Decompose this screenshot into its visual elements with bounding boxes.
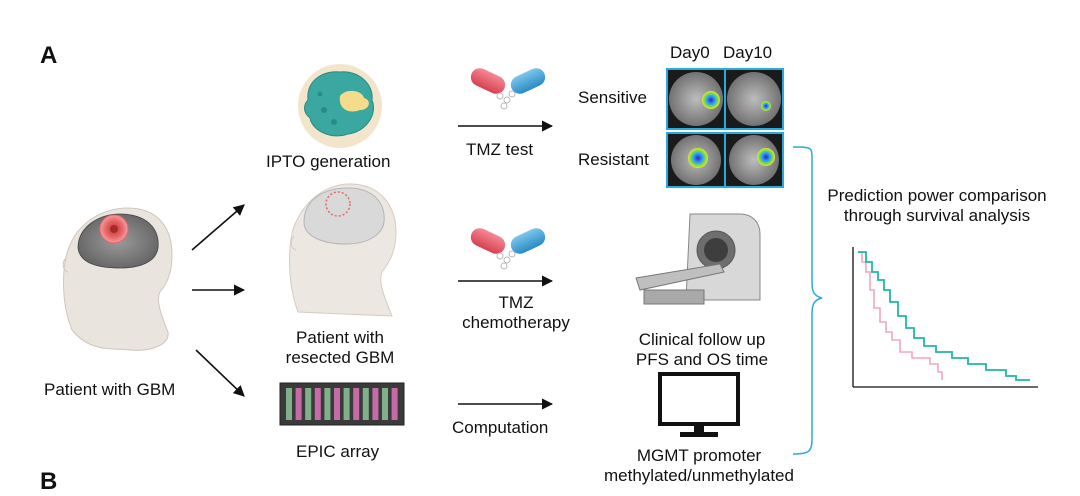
patient-label: Patient with GBM bbox=[44, 380, 176, 399]
capsule-icon-bottom bbox=[470, 228, 546, 270]
resected-label: Patient with resected GBM bbox=[285, 328, 395, 367]
ipto-label: IPTO generation bbox=[266, 152, 391, 171]
computation-label: Computation bbox=[452, 418, 549, 437]
survival-curve-plot bbox=[852, 247, 1038, 388]
prediction-label: Prediction power comparison through surv… bbox=[827, 186, 1047, 225]
clinical-label: Clinical follow up PFS and OS time bbox=[635, 330, 769, 369]
array-lane bbox=[343, 388, 350, 420]
well-images bbox=[666, 68, 784, 188]
resected-patient-icon bbox=[289, 183, 397, 317]
mgmt-label: MGMT promoter methylated/unmethylated bbox=[604, 446, 794, 485]
day0-label: Day0 bbox=[670, 43, 710, 62]
mri-scanner-icon bbox=[635, 213, 761, 305]
organoid-icon bbox=[298, 64, 382, 148]
day10-label: Day10 bbox=[723, 43, 773, 62]
array-lane bbox=[324, 388, 331, 420]
arrow-to-epic bbox=[195, 349, 245, 397]
array-lane bbox=[305, 388, 312, 420]
array-lane bbox=[334, 388, 340, 420]
arrow-to-ipto bbox=[191, 204, 245, 251]
monitor-icon bbox=[658, 372, 740, 437]
sensitive-label: Sensitive bbox=[578, 88, 647, 107]
array-lane bbox=[382, 388, 388, 420]
panel-label-b: B bbox=[40, 468, 58, 495]
epic-array-icon bbox=[279, 382, 405, 426]
panel-label-a: A bbox=[40, 42, 58, 69]
array-lane bbox=[372, 388, 379, 420]
patient-head-icon bbox=[62, 207, 173, 351]
tmz-chemo-label: TMZ chemotherapy bbox=[462, 293, 570, 332]
array-lane bbox=[295, 388, 302, 420]
resistant-label: Resistant bbox=[578, 150, 649, 169]
array-lane bbox=[353, 388, 360, 420]
array-lane bbox=[391, 388, 398, 420]
array-lane bbox=[286, 388, 292, 420]
array-lane bbox=[314, 388, 321, 420]
capsule-icon-top bbox=[470, 68, 546, 110]
epic-label: EPIC array bbox=[296, 442, 380, 461]
tmz-test-label: TMZ test bbox=[466, 140, 534, 159]
bracket bbox=[792, 146, 823, 455]
array-lane bbox=[362, 388, 369, 420]
